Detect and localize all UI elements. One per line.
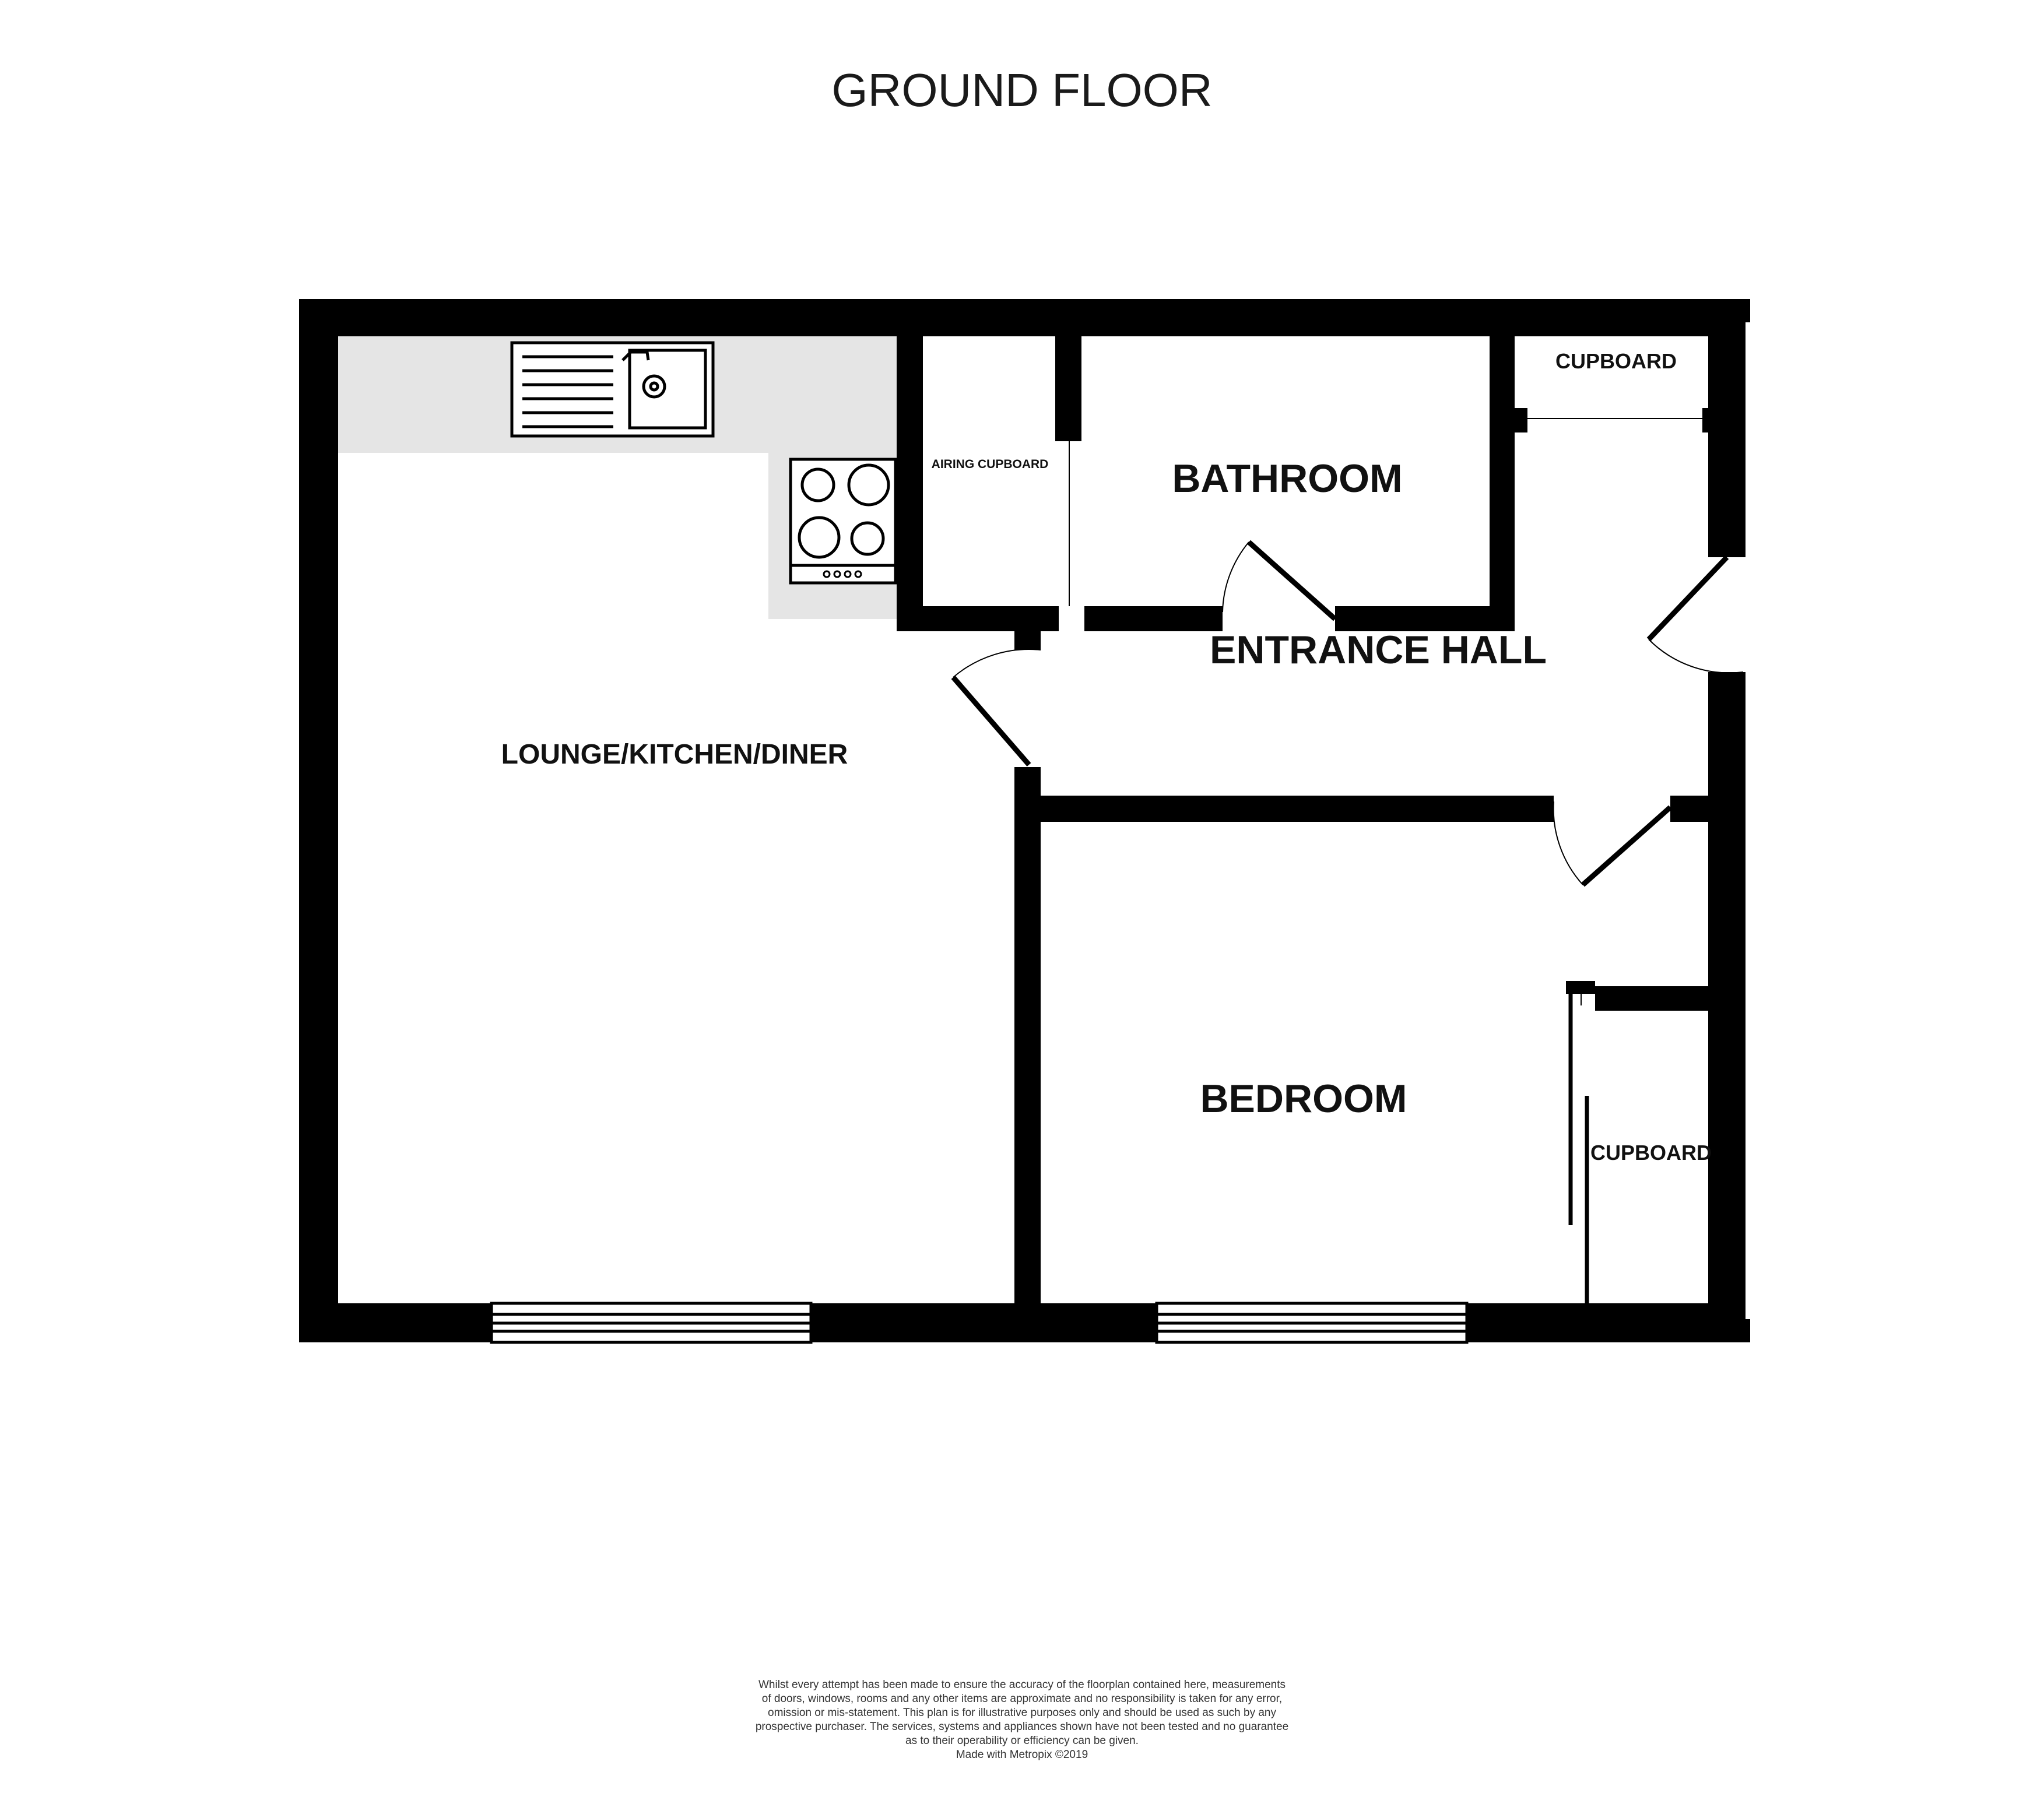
disclaimer-line: Made with Metropix ©2019	[956, 1749, 1088, 1761]
room-label-entrance-hall: ENTRANCE HALL	[1210, 628, 1547, 672]
disclaimer-line: omission or mis-statement. This plan is …	[768, 1707, 1276, 1719]
walls	[299, 299, 1750, 1342]
room-label-lounge: LOUNGE/KITCHEN/DINER	[501, 739, 848, 770]
room-label-bedroom: BEDROOM	[1200, 1077, 1407, 1121]
door-bathroom	[1222, 540, 1337, 621]
hob-icon	[789, 458, 897, 585]
plan-title: GROUND FLOOR	[831, 64, 1212, 116]
sink-icon	[510, 341, 715, 438]
door-lounge	[951, 649, 1041, 766]
room-label-airing-cupboard: AIRING CUPBOARD	[932, 458, 1049, 471]
disclaimer-line: as to their operability or efficiency ca…	[905, 1735, 1139, 1747]
room-label-bathroom: BATHROOM	[1172, 456, 1402, 501]
room-label-cupboard-bedroom: CUPBOARD	[1590, 1141, 1712, 1165]
door-entrance	[1646, 555, 1744, 674]
room-label-cupboard-top: CUPBOARD	[1555, 349, 1677, 373]
disclaimer-line: of doors, windows, rooms and any other i…	[762, 1693, 1282, 1705]
window-lounge	[490, 1302, 813, 1344]
window-bedroom	[1155, 1302, 1469, 1344]
disclaimer-line: Whilst every attempt has been made to en…	[758, 1679, 1286, 1691]
sliding-door-cupboard-bedroom	[1568, 994, 1589, 1323]
disclaimer: Whilst every attempt has been made to en…	[756, 1679, 1288, 1761]
disclaimer-line: prospective purchaser. The services, sys…	[756, 1721, 1288, 1733]
door-bedroom	[1553, 801, 1672, 887]
